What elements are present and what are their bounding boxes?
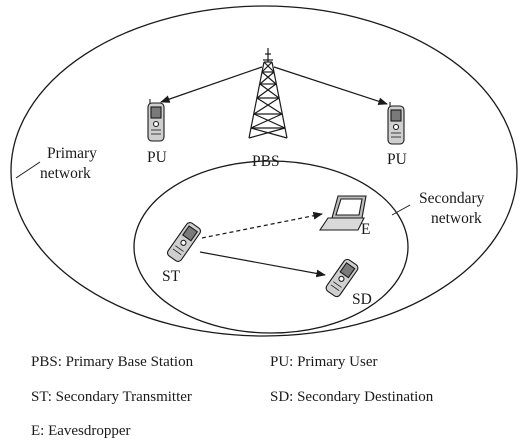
legend-e: E: Eavesdropper xyxy=(31,423,131,439)
pu-right-label: PU xyxy=(387,151,407,168)
legend-pu: PU: Primary User xyxy=(270,354,378,370)
laptop-icon xyxy=(318,195,367,231)
sd-phone-icon xyxy=(325,258,359,298)
pbs-label: PBS xyxy=(252,153,280,170)
secondary-network-label-line1: Secondary xyxy=(419,190,485,207)
legend-sd: SD: Secondary Destination xyxy=(270,389,434,405)
pu-right-phone-icon xyxy=(387,102,405,145)
network-diagram: Primary network Secondary network PBS PU… xyxy=(10,5,518,337)
legend-pbs: PBS: Primary Base Station xyxy=(31,354,194,370)
secondary-network-label-line2: network xyxy=(431,210,482,227)
st-label: ST xyxy=(162,268,181,285)
secondary-network-leader-line xyxy=(391,204,411,216)
pu-left-label: PU xyxy=(147,149,167,166)
pbs-to-pu-right-arrow xyxy=(273,66,388,105)
pbs-to-pu-left-arrow xyxy=(160,66,263,103)
base-station-tower-icon xyxy=(248,48,288,139)
st-to-e-dashed-arrow xyxy=(201,211,323,239)
e-label: E xyxy=(361,221,370,238)
primary-network-leader-line xyxy=(15,161,41,179)
secondary-network-ellipse xyxy=(133,160,409,334)
sd-label: SD xyxy=(352,291,372,308)
st-to-sd-arrow xyxy=(199,251,326,278)
pu-left-phone-icon xyxy=(147,99,165,142)
legend-st: ST: Secondary Transmitter xyxy=(31,389,192,405)
primary-network-label-line1: Primary xyxy=(47,145,97,162)
primary-network-label-line2: network xyxy=(40,165,91,182)
primary-network-ellipse xyxy=(10,5,518,337)
st-phone-icon xyxy=(166,222,202,262)
